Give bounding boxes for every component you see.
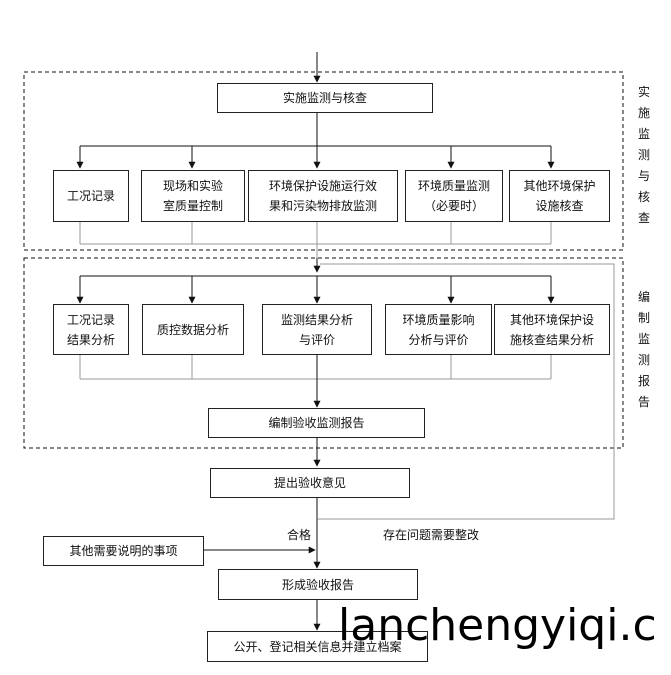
node-implement: 实施监测与核查 — [217, 83, 433, 113]
report-collector — [79, 355, 552, 380]
node-monitor-result-eval: 监测结果分析 与评价 — [262, 304, 372, 355]
node-compile-report: 编制验收监测报告 — [208, 408, 425, 438]
node-other-facility-check: 其他环境保护 设施核查 — [509, 170, 610, 222]
section-label-implement: 实施监测与核查 — [637, 85, 650, 225]
rectify-feedback-line — [317, 263, 615, 520]
implement-collector — [79, 222, 552, 258]
node-other-matters: 其他需要说明的事项 — [43, 536, 204, 566]
section-report-frame — [23, 257, 624, 449]
node-work-record: 工况记录 — [53, 170, 129, 222]
node-propose-opinion: 提出验收意见 — [210, 468, 410, 498]
node-qc-onsite: 现场和实验 室质量控制 — [141, 170, 245, 222]
watermark-text: lanchengyiqi.c — [338, 600, 657, 651]
section-implement-frame — [23, 71, 624, 251]
node-qc-data-analysis: 质控数据分析 — [142, 304, 244, 355]
node-other-facility-result: 其他环境保护设 施核查结果分析 — [494, 304, 610, 355]
section-label-report: 编制监测报告 — [637, 290, 650, 409]
node-work-record-analysis: 工况记录 结果分析 — [53, 304, 129, 355]
node-env-quality-monitor: 环境质量监测 （必要时） — [405, 170, 503, 222]
node-form-report: 形成验收报告 — [218, 569, 418, 600]
edge-label-qualified: 合格 — [287, 528, 312, 542]
node-env-facility-effect: 环境保护设施运行效 果和污染物排放监测 — [248, 170, 398, 222]
node-publish: 公开、登记相关信息并建立档案 — [207, 631, 428, 662]
node-env-quality-impact: 环境质量影响 分析与评价 — [385, 304, 492, 355]
edge-label-issues: 存在问题需要整改 — [383, 528, 480, 542]
